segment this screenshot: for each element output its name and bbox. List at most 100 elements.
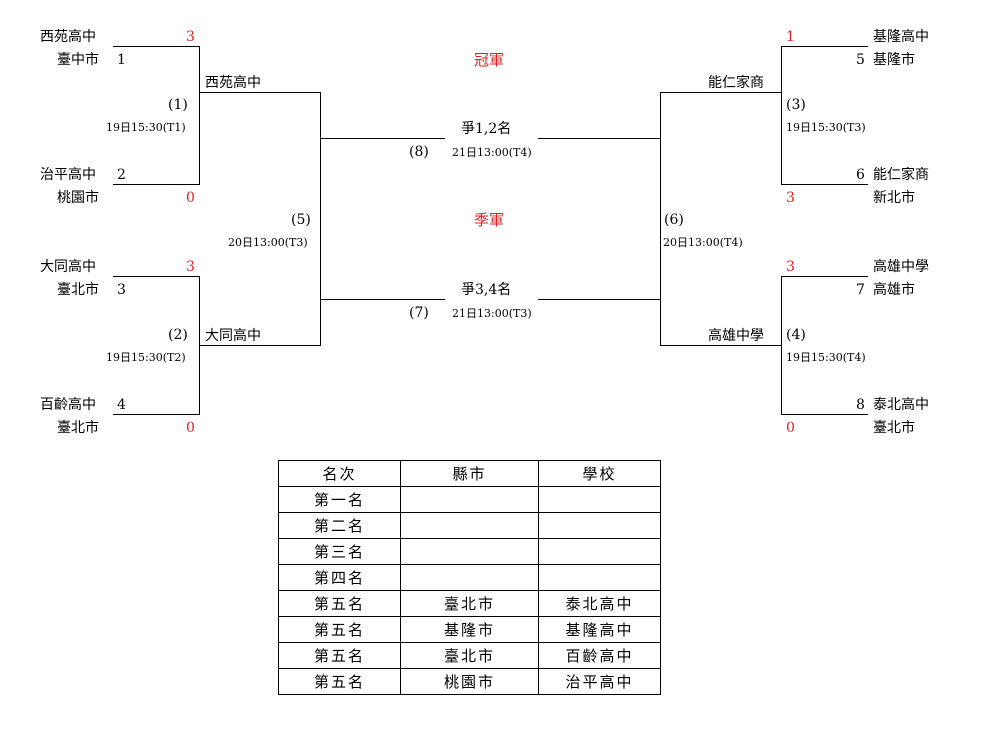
ranking-table: 名次 縣市 學校 第一名 第二名 第三名 第四名 第五名 臺北市 泰 [278, 460, 661, 695]
match-time: 21日13:00(T3) [452, 307, 532, 320]
third-place-label: 季軍 [474, 211, 505, 229]
team-score: 3 [786, 259, 795, 275]
match-label: (8) [409, 144, 429, 160]
team-city: 臺北市 [57, 420, 99, 436]
school-cell: 基隆高中 [538, 616, 661, 643]
bracket-line [113, 276, 200, 277]
city-cell: 臺北市 [400, 590, 539, 617]
rank-cell: 第四名 [278, 564, 401, 591]
school-cell [538, 486, 661, 513]
school-cell: 治平高中 [538, 668, 661, 695]
match-winner: 大同高中 [205, 328, 261, 344]
bracket-line [781, 46, 782, 185]
school-cell: 百齡高中 [538, 642, 661, 669]
bracket-line [320, 299, 445, 300]
champion-label: 冠軍 [474, 51, 505, 69]
bracket-line [781, 184, 868, 185]
team-score: 0 [186, 420, 195, 436]
bracket-line [781, 46, 868, 47]
bracket-line [320, 138, 445, 139]
city-cell [400, 486, 539, 513]
city-cell [400, 538, 539, 565]
table-row: 第三名 [278, 538, 661, 565]
team-score: 3 [186, 29, 195, 45]
bracket-line [538, 138, 661, 139]
match-time: 20日13:00(T3) [228, 236, 308, 249]
rank-cell: 第三名 [278, 538, 401, 565]
bracket-line [781, 414, 868, 415]
team-city: 桃園市 [57, 190, 99, 206]
table-row: 第五名 臺北市 泰北高中 [278, 590, 661, 617]
final-title: 爭1,2名 [461, 121, 512, 137]
match-time: 20日13:00(T4) [663, 236, 743, 249]
team-seed: 7 [856, 282, 865, 298]
match-label: (1) [168, 97, 188, 113]
team-score: 1 [786, 29, 795, 45]
bracket-line [660, 92, 782, 93]
city-cell: 基隆市 [400, 616, 539, 643]
bracket-line [320, 92, 321, 346]
bracket-line [781, 276, 868, 277]
bracket-line [199, 46, 200, 185]
team-score: 0 [786, 420, 795, 436]
rank-cell: 第五名 [278, 668, 401, 695]
rank-cell: 第一名 [278, 486, 401, 513]
bracket-line [538, 299, 661, 300]
match-label: (4) [786, 327, 806, 343]
team-seed: 3 [117, 282, 126, 298]
team-score: 0 [186, 190, 195, 206]
third-match-title: 爭3,4名 [461, 282, 512, 298]
table-row: 第一名 [278, 486, 661, 513]
city-cell [400, 512, 539, 539]
table-row: 第二名 [278, 512, 661, 539]
team-score: 3 [186, 259, 195, 275]
team-city: 臺北市 [873, 420, 915, 436]
team-city: 臺北市 [57, 282, 99, 298]
team-name: 泰北高中 [873, 397, 929, 413]
team-seed: 6 [856, 167, 865, 183]
match-label: (3) [786, 97, 806, 113]
city-cell [400, 564, 539, 591]
match-winner: 高雄中學 [708, 328, 764, 344]
match-label: (6) [664, 212, 684, 228]
bracket-line [199, 92, 321, 93]
team-name: 大同高中 [40, 259, 96, 275]
team-name: 西苑高中 [40, 29, 96, 45]
team-seed: 2 [117, 167, 126, 183]
rank-cell: 第五名 [278, 616, 401, 643]
school-cell [538, 564, 661, 591]
bracket-line [113, 414, 200, 415]
rank-cell: 第二名 [278, 512, 401, 539]
table-header-row: 名次 縣市 學校 [278, 460, 661, 487]
bracket-line [113, 184, 200, 185]
team-name: 治平高中 [40, 167, 96, 183]
match-time: 19日15:30(T3) [786, 121, 866, 134]
column-header: 名次 [278, 460, 401, 487]
match-label: (2) [168, 327, 188, 343]
team-seed: 5 [856, 52, 865, 68]
rank-cell: 第五名 [278, 590, 401, 617]
team-name: 能仁家商 [873, 167, 929, 183]
column-header: 學校 [538, 460, 661, 487]
match-time: 21日13:00(T4) [452, 146, 532, 159]
bracket-line [781, 276, 782, 415]
team-seed: 4 [117, 397, 126, 413]
table-row: 第五名 臺北市 百齡高中 [278, 642, 661, 669]
team-name: 高雄中學 [873, 259, 929, 275]
bracket-line [660, 345, 782, 346]
match-winner: 西苑高中 [205, 75, 261, 91]
match-label: (5) [291, 212, 311, 228]
team-city: 臺中市 [57, 52, 99, 68]
team-seed: 8 [856, 397, 865, 413]
school-cell [538, 538, 661, 565]
rank-cell: 第五名 [278, 642, 401, 669]
match-time: 19日15:30(T1) [106, 121, 186, 134]
match-winner: 能仁家商 [708, 75, 764, 91]
bracket-line [113, 46, 200, 47]
table-row: 第四名 [278, 564, 661, 591]
bracket-line [199, 345, 321, 346]
bracket-line [660, 92, 661, 346]
column-header: 縣市 [400, 460, 539, 487]
table-row: 第五名 基隆市 基隆高中 [278, 616, 661, 643]
city-cell: 臺北市 [400, 642, 539, 669]
